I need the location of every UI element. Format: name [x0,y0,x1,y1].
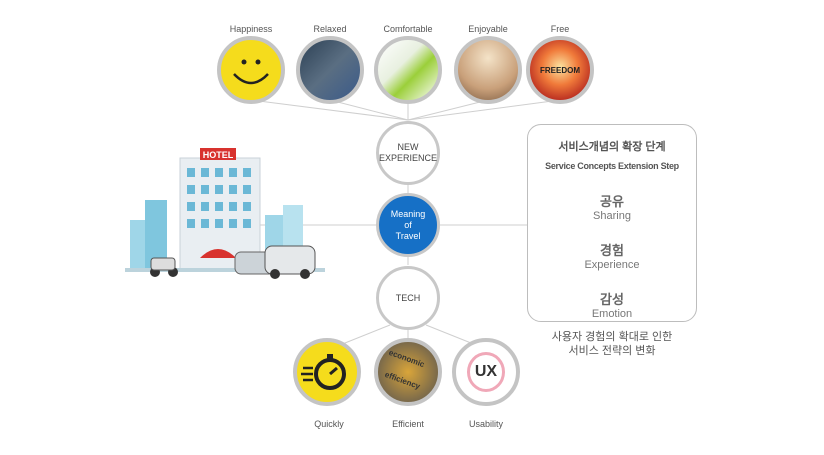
label-relaxed: Relaxed [313,24,347,34]
node-tech-label: TECH [395,292,421,303]
smiley-icon [217,36,285,104]
panel-title-ko: 서비스개념의 확장 단계 [558,141,666,153]
step-en: Sharing [593,210,631,222]
service-concepts-panel: 서비스개념의 확장 단계 Service Concepts Extension … [527,124,697,322]
yoga-photo [296,36,364,104]
node-new-experience-label: NEW EXPERIENCE [379,142,438,163]
gears-text-economic: economic [387,347,426,370]
label-usability: Usability [468,419,503,429]
step-en: Experience [584,259,640,271]
crowd-photo [454,36,522,104]
label-quickly: Quickly [314,419,344,429]
step-ko: 공유 [600,194,624,209]
freedom-text: FREEDOM [540,65,580,75]
panel-title-en: Service Concepts Extension Step [545,161,679,171]
step-ko: 감성 [600,292,624,307]
center-line2: of [404,219,412,230]
scissors-photo [374,36,442,104]
center-line1: Meaning [390,208,426,219]
ux-text: UX [466,352,506,392]
label-efficient: Efficient [392,419,424,429]
caption-line1: 사용자 경험의 확대로 인한 [551,331,673,343]
label-enjoyable: Enjoyable [468,24,508,34]
panel-caption: 사용자 경험의 확대로 인한 서비스 전략의 변화 [527,330,697,358]
node-tech: TECH [376,266,440,330]
hotel-sign: HOTEL [203,150,234,160]
gears-photo: economic efficiency [374,338,442,406]
label-happiness: Happiness [229,24,273,34]
node-new-experience: NEW EXPERIENCE [376,121,440,185]
step-en: Emotion [591,308,633,320]
label-comfortable: Comfortable [383,24,433,34]
caption-line2: 서비스 전략의 변화 [568,345,656,357]
gears-text-efficiency: efficiency [383,369,422,392]
step-ko: 경험 [600,243,624,258]
freedom-photo: FREEDOM [526,36,594,104]
center-line3: Travel [395,230,421,241]
label-free: Free [550,24,570,34]
stopwatch-icon [293,338,361,406]
ux-icon: UX [452,338,520,406]
hotel-illustration: HOTEL [125,148,325,279]
